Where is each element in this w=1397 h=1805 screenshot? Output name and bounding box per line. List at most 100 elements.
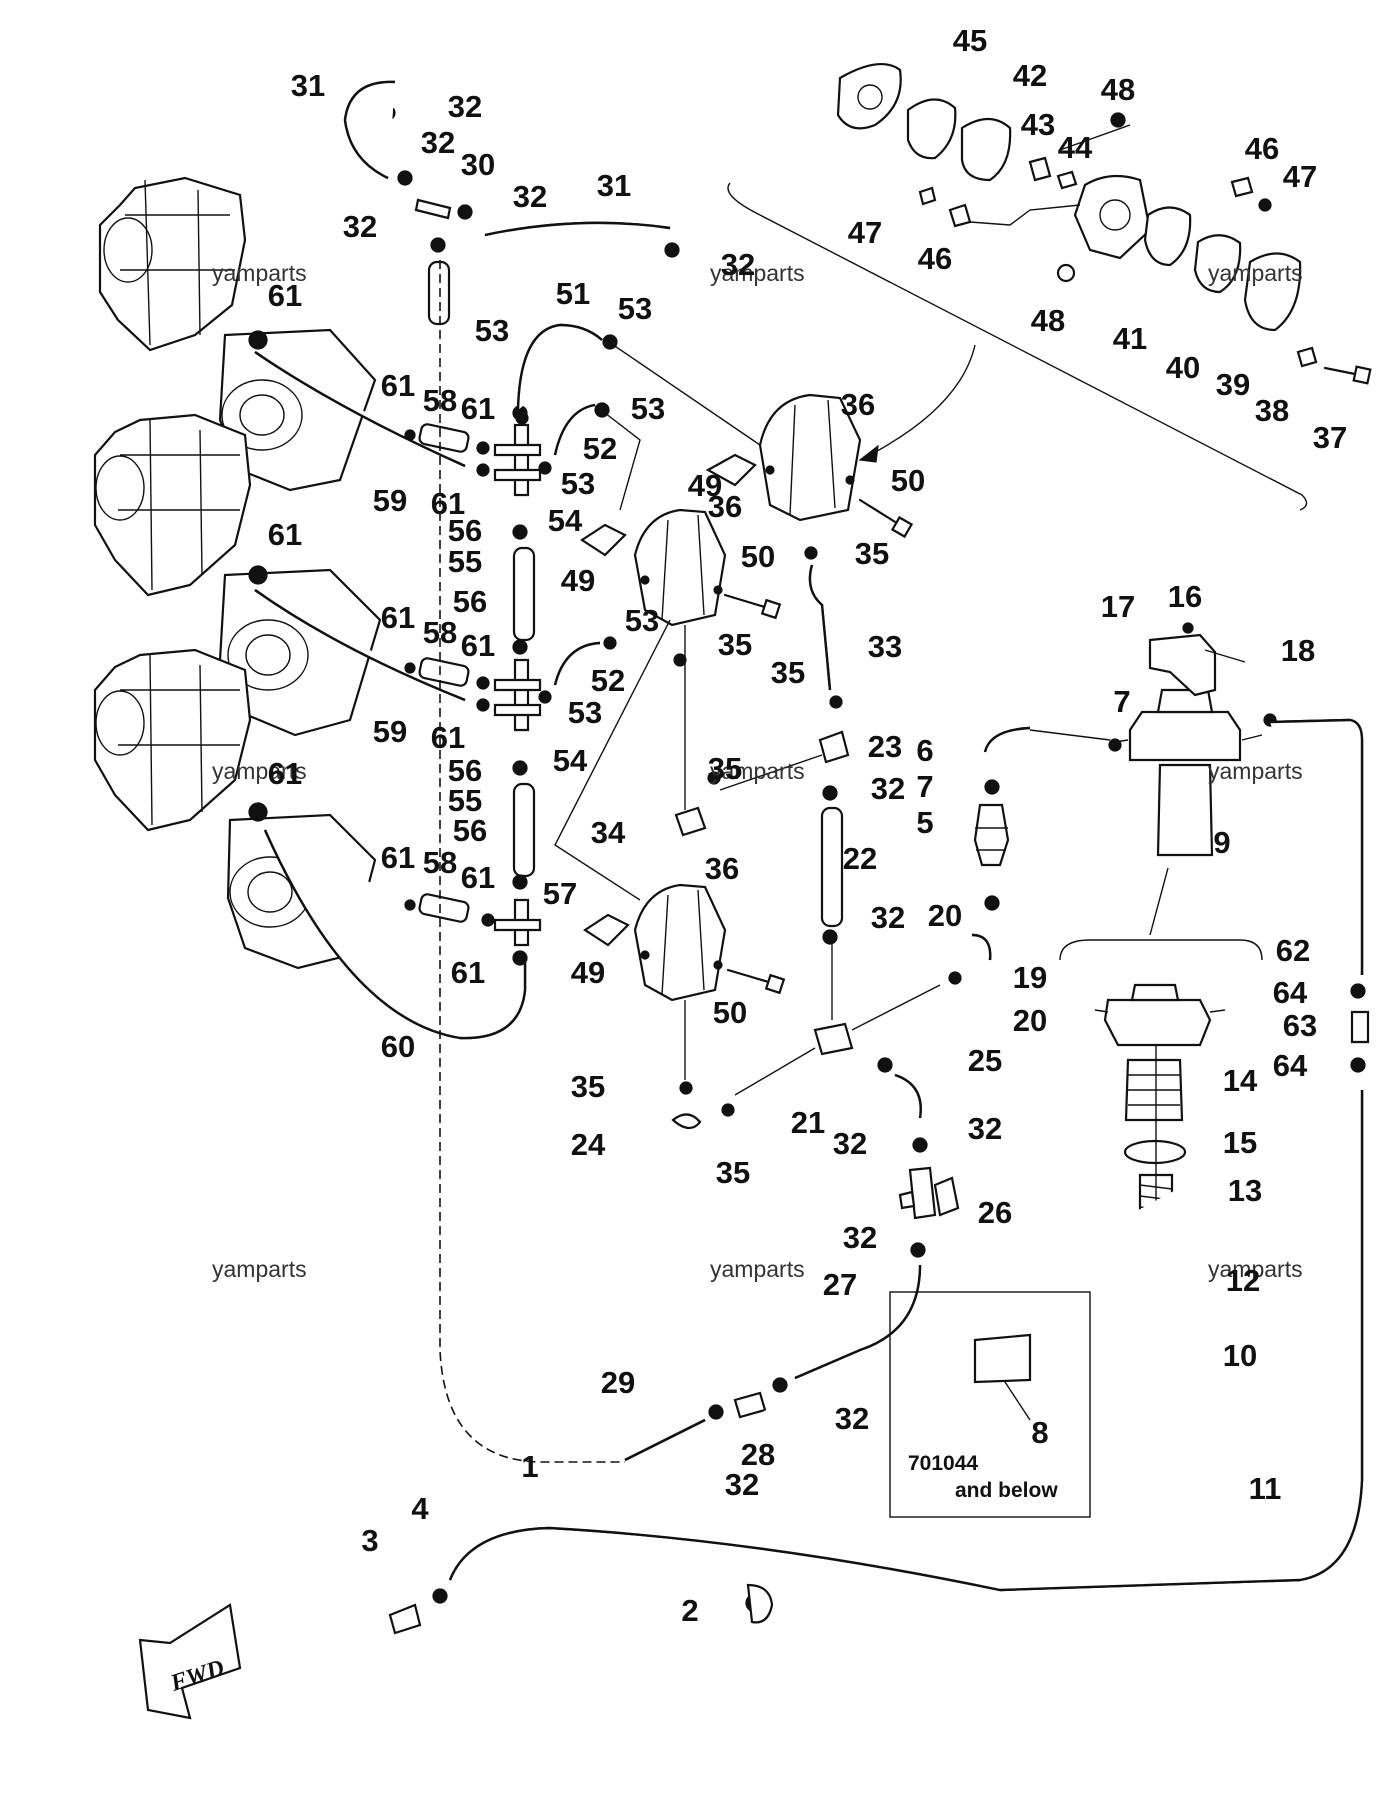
fuel-pump-lower [633, 883, 727, 1002]
part-callout-46: 46 [1245, 131, 1279, 166]
part-callout-64: 64 [1273, 1048, 1308, 1083]
gasket-41 [1143, 206, 1192, 267]
part-callout-14: 14 [1223, 1063, 1258, 1098]
part-callout-43: 43 [1021, 107, 1055, 142]
part-callout-32: 32 [871, 771, 905, 806]
part-callout-54: 54 [548, 503, 583, 538]
lead-44-line [1059, 124, 1131, 151]
part-callout-28: 28 [741, 1437, 775, 1472]
lead-46-line [969, 204, 1081, 226]
part-callout-35: 35 [708, 751, 742, 786]
fuel-pump-middle [633, 508, 727, 627]
hose-30-link [427, 260, 451, 326]
part-callout-56: 56 [448, 753, 482, 788]
part-callout-32: 32 [835, 1401, 869, 1436]
part-callout-22: 22 [843, 841, 877, 876]
part-callout-49: 49 [688, 468, 722, 503]
part-callout-25: 25 [968, 1043, 1002, 1078]
bolt-50-lower-head [764, 973, 786, 995]
pump-group-bracket [554, 619, 671, 901]
pump-cover-45 [836, 63, 902, 130]
part-callout-32: 32 [421, 125, 455, 160]
watermark-text: yamparts [212, 1256, 307, 1282]
screw-37-head [1352, 365, 1372, 385]
part-callout-1: 1 [521, 1449, 538, 1484]
part-callout-62: 62 [1276, 933, 1310, 968]
hose-31-left-core [343, 80, 396, 180]
hose-55-upper [512, 546, 536, 642]
part-callout-50: 50 [713, 995, 747, 1030]
carburetor-upper [98, 176, 377, 492]
fwd-arrow: FWD [138, 1603, 242, 1720]
part-callout-34: 34 [591, 815, 626, 850]
gasket-49-lower [582, 913, 630, 947]
part-callout-26: 26 [978, 1195, 1012, 1230]
inset-range: and below [955, 1479, 1058, 1502]
part-callout-61: 61 [461, 628, 495, 663]
watermark-text: yamparts [1208, 260, 1303, 286]
part-callout-44: 44 [1058, 130, 1093, 165]
part-callout-8: 8 [1031, 1415, 1048, 1450]
hose-60-core [263, 829, 527, 1040]
bolt-50-middle [723, 593, 770, 610]
filter-element-14 [1124, 1058, 1184, 1122]
clip-2 [746, 1583, 774, 1624]
part-callout-56: 56 [453, 584, 487, 619]
part-callout-52: 52 [591, 663, 625, 698]
part-callout-23: 23 [868, 729, 902, 764]
joint-24 [671, 1113, 702, 1130]
part-callout-50: 50 [891, 463, 925, 498]
part-callout-40: 40 [1166, 350, 1200, 385]
hose-33-core [808, 564, 832, 691]
clip-8-lead [1004, 1381, 1031, 1421]
bolt-50-upper-head [890, 515, 914, 539]
part-callout-20: 20 [1013, 1003, 1047, 1038]
bolt-50-middle-head [760, 598, 782, 620]
part-callout-61: 61 [268, 517, 302, 552]
part-callout-57: 57 [543, 876, 577, 911]
hose-52-lower-core [553, 641, 601, 686]
part-callout-46: 46 [918, 241, 952, 276]
part-callout-59: 59 [373, 483, 407, 518]
tee-30 [414, 198, 452, 220]
part-callout-9: 9 [1213, 825, 1230, 860]
part-callout-5: 5 [916, 805, 933, 840]
screw-47-left [918, 186, 937, 206]
part-callout-32: 32 [871, 900, 905, 935]
part-callout-56: 56 [448, 513, 482, 548]
part-callout-35: 35 [716, 1155, 750, 1190]
part-callout-6: 6 [916, 733, 933, 768]
hose-29-core [624, 1418, 706, 1462]
inset-serial: 701044 [908, 1452, 978, 1475]
part-callout-55: 55 [448, 544, 482, 579]
part-callout-61: 61 [431, 486, 465, 521]
lead-21-35 [734, 1047, 816, 1096]
hose-55-lower [512, 782, 536, 878]
part-callout-10: 10 [1223, 1338, 1257, 1373]
fuel-cock-26 [898, 1166, 960, 1220]
part-callout-32: 32 [343, 209, 377, 244]
part-number-callouts: 1234567789101112131415161718192020212223… [268, 23, 1347, 1628]
filter-lead-up [1149, 867, 1169, 936]
part-callout-35: 35 [855, 536, 889, 571]
bolt-50-upper [858, 498, 902, 527]
part-callout-61: 61 [268, 756, 302, 791]
hose-1-core [448, 1090, 1364, 1592]
part-callout-7: 7 [1113, 684, 1130, 719]
part-callout-36: 36 [708, 489, 742, 524]
part-callout-53: 53 [568, 695, 602, 730]
filter-head [1094, 983, 1226, 1047]
part-callout-64: 64 [1273, 975, 1308, 1010]
part-callout-47: 47 [848, 215, 882, 250]
watermark-text: yamparts [1208, 758, 1303, 784]
part-callout-31: 31 [597, 168, 631, 203]
part-callout-61: 61 [268, 278, 302, 313]
part-callout-59: 59 [373, 714, 407, 749]
part-callout-32: 32 [968, 1111, 1002, 1146]
part-callout-20: 20 [928, 898, 962, 933]
elbow-19-core [971, 933, 992, 961]
hose-25-core [894, 1073, 922, 1119]
joint-21 [813, 1022, 854, 1056]
part-callout-36: 36 [841, 387, 875, 422]
part-callout-39: 39 [1216, 367, 1250, 402]
